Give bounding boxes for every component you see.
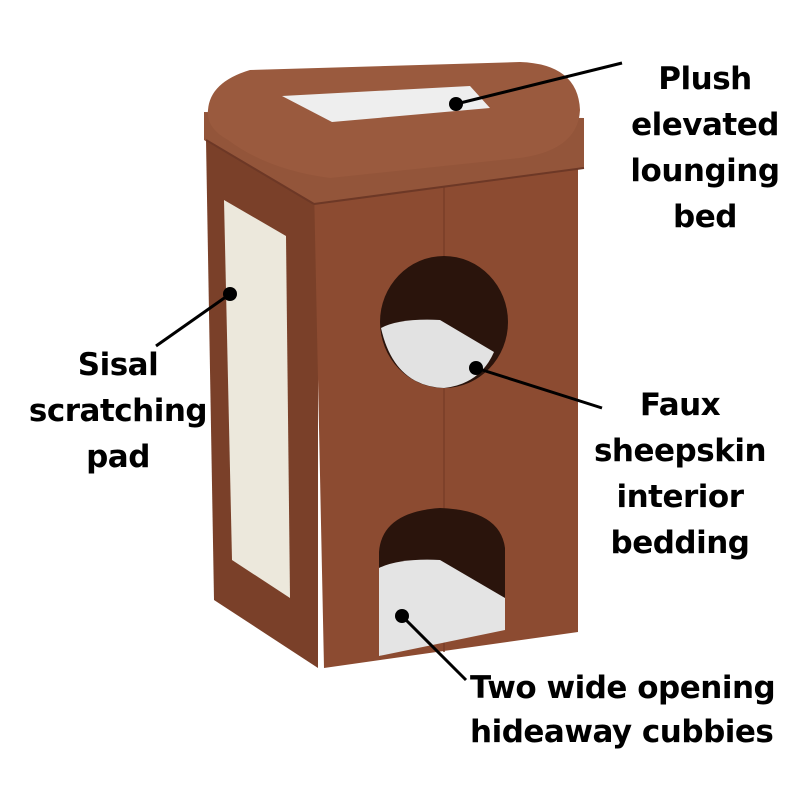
label-line: scratching: [28, 393, 208, 429]
lower-sheepskin: [379, 559, 505, 656]
rim-seam-left: [205, 139, 315, 205]
label-line: interior: [616, 479, 744, 515]
label-sisal-pad: Sisal scratching pad: [18, 342, 218, 480]
sisal-pad: [224, 200, 290, 598]
label-line: bed: [673, 199, 737, 235]
callout-sheepskin: [469, 361, 603, 410]
label-line: Sisal: [77, 347, 159, 383]
bed-plush-top: [282, 86, 490, 122]
label-line: sheepskin: [593, 433, 767, 469]
label-line: Plush: [658, 61, 752, 97]
label-cubbies: Two wide opening hideaway cubbies: [470, 666, 790, 754]
callout-sisal: [155, 287, 237, 348]
label-sheepskin-bedding: Faux sheepskin interior bedding: [560, 382, 800, 566]
label-line: Two wide opening: [470, 670, 776, 706]
label-line: lounging: [630, 153, 780, 189]
callout-plush: [449, 61, 623, 111]
condo-front: [314, 166, 578, 668]
label-plush-bed: Plush elevated lounging bed: [610, 56, 800, 240]
label-line: elevated: [631, 107, 779, 143]
callout-cubbies: [395, 609, 468, 682]
bed-cushion: [207, 62, 581, 178]
label-line: bedding: [610, 525, 750, 561]
label-line: hideaway cubbies: [470, 714, 774, 750]
label-line: pad: [86, 439, 150, 475]
upper-sheepskin: [381, 319, 494, 388]
rim-seam-front: [313, 167, 585, 205]
label-line: Faux: [639, 387, 721, 423]
